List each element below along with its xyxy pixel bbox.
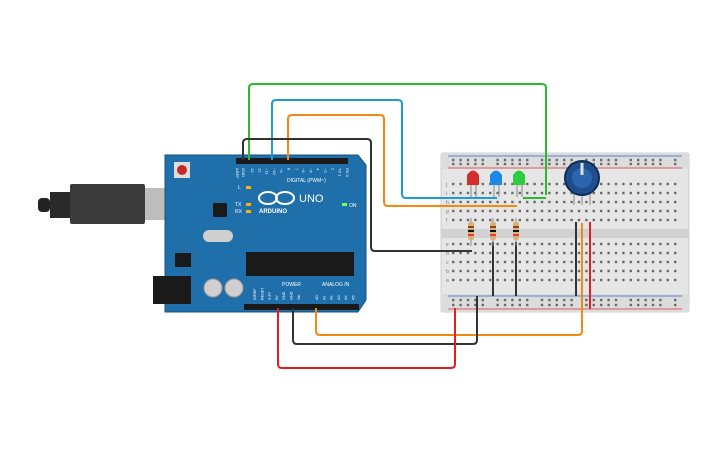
digital-pin-label: ~10 (272, 168, 277, 176)
atmega-chip (246, 252, 354, 276)
red-wire-5v[interactable] (277, 308, 456, 369)
analog-pin-label: A5 (352, 295, 356, 300)
power-pin-label: RESET (260, 287, 264, 300)
voltage-regulator (175, 253, 191, 267)
power-jack (153, 276, 191, 304)
aref-pin-label: AREF (235, 168, 240, 179)
capacitor-1 (203, 278, 223, 298)
analog-pin-label: A1 (322, 295, 326, 300)
row-letter-e: e (446, 242, 449, 248)
digital-pin-label: ~9 (279, 168, 284, 173)
usb-chip (213, 203, 227, 217)
blue-led[interactable] (490, 170, 502, 198)
digital-pin-label: 8 (287, 168, 292, 171)
analog-pin-label: A3 (337, 295, 341, 300)
on-label: ON (349, 203, 357, 209)
red-led[interactable] (467, 170, 479, 198)
analog-pin-label: A2 (330, 295, 334, 300)
power-label: POWER (282, 282, 301, 288)
capacitor-2 (224, 278, 244, 298)
digital-pin-label: ~3 (323, 168, 328, 173)
row-letter-f: f (446, 218, 448, 224)
l-led (246, 186, 251, 189)
digital-pin-label: ~5 (308, 168, 313, 173)
model-text: UNO (299, 193, 324, 205)
gnd-pin-label: GND (241, 168, 246, 177)
crystal-oscillator (203, 230, 233, 242)
arduino-logo-icon (258, 191, 295, 205)
center-channel (441, 229, 689, 238)
power-pin-label: GND (290, 291, 294, 300)
analog-pin-label: A4 (344, 295, 348, 300)
digital-pin-label: 4 (316, 168, 321, 171)
usb-plug (70, 184, 145, 224)
digital-header (236, 158, 348, 164)
row-letter-j: j (445, 182, 447, 188)
power-analog-header (244, 304, 359, 310)
rx-led (246, 210, 251, 213)
digital-pin-label: 2 (330, 168, 335, 171)
blue-wire[interactable] (271, 99, 497, 199)
row-letter-c: c (446, 260, 449, 266)
digital-pin-label: 7 (294, 168, 299, 171)
green-led[interactable] (513, 170, 525, 198)
power-pin-label: 5V (275, 295, 279, 300)
reset-button[interactable] (177, 165, 187, 175)
digital-pin-label: TX 1 (338, 168, 343, 177)
resistor-1[interactable] (468, 218, 474, 246)
green-wire[interactable] (248, 83, 547, 195)
row-letter-i: i (446, 191, 447, 197)
wires (242, 83, 591, 369)
usb-cable-end (38, 198, 50, 212)
black-wire-gnd-bottom[interactable] (292, 296, 478, 345)
components (467, 160, 600, 246)
potentiometer[interactable] (564, 160, 600, 205)
resistor-3[interactable] (513, 218, 519, 246)
bottom-power-rail (441, 294, 689, 312)
power-pin-label: IOREF (253, 288, 257, 300)
digital-pin-label: RX 0 (345, 168, 350, 178)
arduino-uno-board[interactable]: ARDUINO UNO DIGITAL (PWM~) POWER ANALOG … (38, 154, 367, 313)
analog-label: ANALOG IN (322, 282, 350, 288)
row-letter-g: g (446, 209, 449, 215)
brand-text: ARDUINO (259, 209, 287, 215)
power-pin-label: 3.3V (268, 292, 272, 300)
row-letter-b: b (446, 269, 449, 275)
digital-pin-label: 13 (250, 168, 255, 173)
l-label: L (238, 185, 241, 191)
orange-wire-d9[interactable] (287, 114, 517, 207)
digital-pin-label: ~6 (301, 168, 306, 173)
tx-label: TX (235, 202, 242, 208)
rx-label: RX (235, 209, 243, 215)
arduino-pcb (164, 154, 367, 313)
analog-pin-label: A0 (315, 295, 319, 300)
tx-led (246, 203, 251, 206)
row-letter-a: a (446, 278, 449, 284)
potentiometer-knob-indicator (580, 163, 584, 175)
digital-pin-label: 12 (257, 168, 262, 173)
power-pin-label: Vin (297, 295, 301, 300)
digital-label: DIGITAL (PWM~) (287, 178, 326, 184)
row-letter-d: d (446, 251, 449, 257)
usb-cable-strain-relief (50, 192, 70, 218)
resistor-2[interactable] (490, 218, 496, 246)
orange-wire-a0[interactable] (315, 223, 583, 336)
on-led (342, 203, 347, 206)
power-pin-label: GND (282, 291, 286, 300)
row-letter-h: h (446, 200, 449, 206)
black-wire-gnd-top[interactable] (242, 138, 472, 252)
digital-pin-label: ~11 (265, 168, 270, 175)
